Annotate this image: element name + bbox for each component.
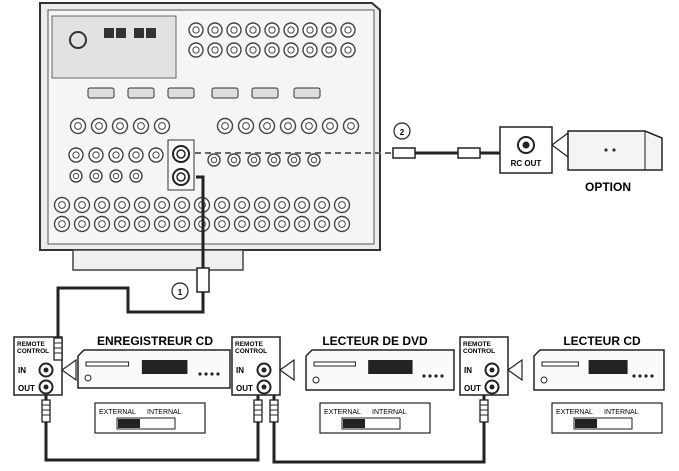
option-device: RC OUT OPTION [499,126,663,194]
switch-external-label: EXTERNAL [324,409,361,416]
svg-text:2: 2 [400,128,405,137]
callout-2: 2 [393,122,411,140]
port-in-label: IN [464,366,472,375]
ir-cable-cd-recorder-to-dvd [44,395,260,462]
switch-external-label: EXTERNAL [556,409,593,416]
panel-label-top: REMOTE [463,341,491,348]
port-out-label: OUT [464,384,481,393]
port-out-label: OUT [18,384,35,393]
switch-internal-label: INTERNAL [147,409,182,416]
device-label: LECTEUR DE DVD [322,334,428,348]
panel-label-bottom: CONTROL [463,348,495,355]
switch-external-label: EXTERNAL [99,409,136,416]
option-label: OPTION [585,180,631,194]
device-label: ENREGISTREUR CD [97,334,213,348]
port-in-label: IN [18,366,26,375]
receiver-rear-panel [39,2,381,271]
remote-control-panel [231,336,281,396]
ir-cable-option [195,147,500,159]
panel-label-top: REMOTE [235,341,263,348]
switch-internal-label: INTERNAL [604,409,639,416]
port-in-label: IN [236,366,244,375]
ir-cable-receiver [56,175,210,340]
port-out-label: OUT [236,384,253,393]
device-label: LECTEUR CD [563,334,641,348]
option-port-label: RC OUT [511,159,542,168]
panel-label-top: REMOTE [17,341,45,348]
callout-1: 1 [171,282,189,300]
remote-control-panel [459,336,509,396]
svg-text:1: 1 [178,288,183,297]
switch-internal-label: INTERNAL [372,409,407,416]
panel-label-bottom: CONTROL [235,348,267,355]
hdmi-ports [87,87,321,99]
cable-plugs [41,337,489,423]
panel-label-bottom: CONTROL [17,348,49,355]
ir-cable-dvd-to-cd [272,395,486,464]
